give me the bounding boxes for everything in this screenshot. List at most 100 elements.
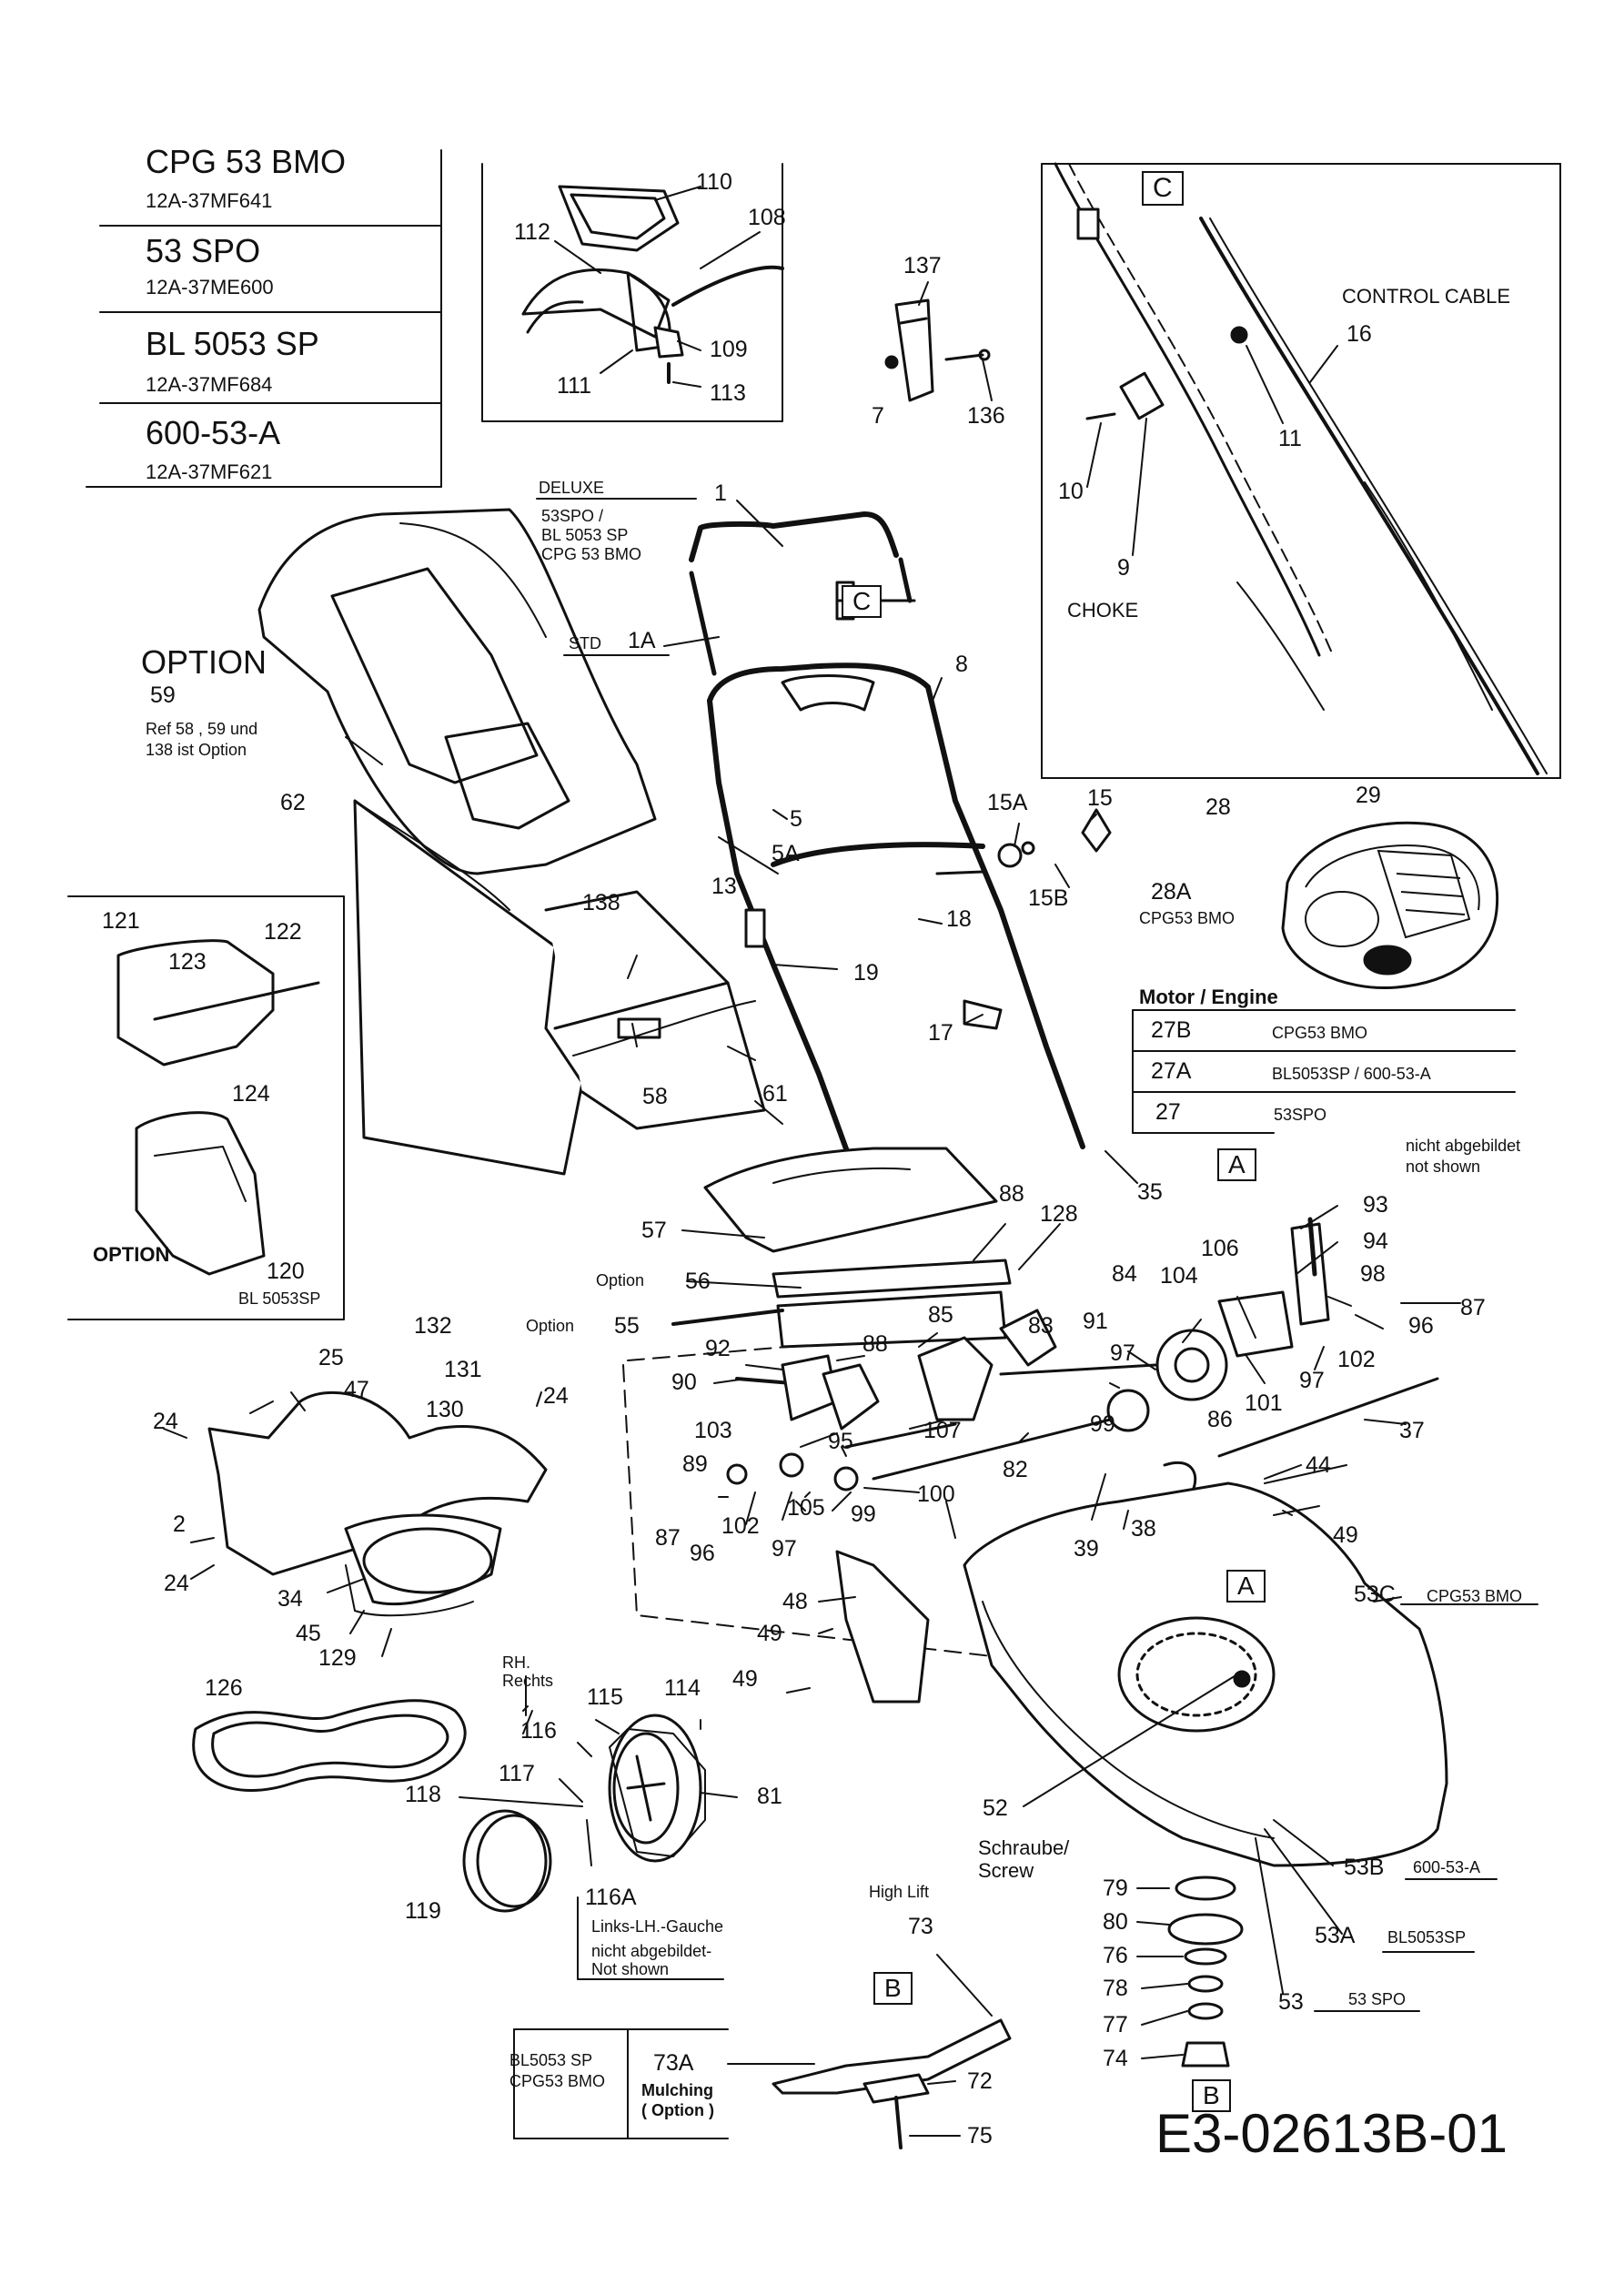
marker-a: A (1217, 1148, 1256, 1181)
part-label: 11 (1278, 426, 1302, 451)
engine-illustration (1281, 821, 1499, 990)
part-label: 92 (705, 1336, 731, 1361)
part-label: 77 (1103, 2012, 1128, 2037)
part-label: 10 (1058, 479, 1084, 504)
option-label: Option (526, 1317, 575, 1335)
rh-label: RH. (502, 1653, 530, 1672)
part-label: 108 (748, 205, 786, 230)
part-label: 91 (1083, 1309, 1108, 1334)
screw-label: Screw (978, 1859, 1034, 1882)
part-label: 17 (928, 1020, 953, 1046)
model-code: 12A-37MF641 (146, 189, 273, 212)
motor-part: 27B (1151, 1017, 1192, 1043)
part-label: 18 (946, 906, 972, 932)
not-shown-note: not shown (1406, 1158, 1481, 1176)
part-label: 102 (721, 1513, 760, 1539)
part-label: 19 (853, 960, 879, 986)
part-label: 104 (1160, 1263, 1198, 1289)
left-option-title: OPTION (93, 1243, 170, 1266)
part-label: 49 (757, 1621, 782, 1646)
part-label: 107 (923, 1418, 962, 1443)
motor-engine-title: Motor / Engine (1139, 986, 1278, 1008)
part-label: 38 (1131, 1516, 1156, 1542)
part-label: 49 (732, 1666, 758, 1692)
handle-model: CPG 53 BMO (541, 545, 642, 563)
handle-upper (689, 511, 916, 676)
part-label: 53 (1278, 1989, 1304, 2015)
part-label: 120 (267, 1259, 305, 1284)
handle-model: BL 5053 SP (541, 526, 629, 544)
part-label: 117 (499, 1761, 535, 1786)
part-label: 118 (405, 1782, 441, 1807)
part-label: 53A (1315, 1923, 1356, 1948)
part-label: 5 (790, 806, 802, 832)
part-label: 131 (444, 1357, 482, 1382)
part-label: 28A (1151, 879, 1192, 905)
blade-model: BL5053 SP (509, 2051, 593, 2069)
part-label: 9 (1117, 555, 1130, 581)
part-label: 109 (710, 337, 748, 362)
part-label: 55 (614, 1313, 640, 1339)
part-label: 136 (967, 403, 1005, 429)
part-label: 56 (685, 1269, 711, 1294)
mulching-label: Mulching (641, 2081, 713, 2099)
part-label: 98 (1360, 1261, 1386, 1287)
part-label: 129 (318, 1645, 357, 1671)
part-label: 99 (851, 1502, 876, 1527)
part-label: 62 (280, 790, 306, 815)
model-name: 53 SPO (146, 232, 261, 269)
part-label: 97 (1299, 1368, 1325, 1393)
deluxe-label: DELUXE (539, 479, 605, 497)
part-label: 25 (318, 1345, 344, 1370)
part-label: 138 (582, 890, 620, 915)
part-label: 97 (1110, 1340, 1135, 1366)
part-label: 48 (782, 1589, 808, 1614)
part-label: 119 (405, 1898, 441, 1924)
marker-a: A (1226, 1570, 1266, 1603)
part-label: 132 (414, 1313, 452, 1339)
blade-model: CPG53 BMO (509, 2072, 606, 2090)
drawing-number: E3-02613B-01 (1155, 2103, 1508, 2164)
choke-label: CHOKE (1067, 599, 1139, 622)
part-label: 75 (967, 2123, 993, 2149)
part-label: 52 (983, 1795, 1008, 1821)
control-cable-label: CONTROL CABLE (1342, 285, 1511, 308)
part-label: 16 (1347, 321, 1372, 347)
part-label: 85 (928, 1302, 953, 1328)
model-name: CPG 53 BMO (146, 143, 347, 180)
handle-lower (707, 662, 1112, 1177)
part-label: 121 (102, 908, 140, 934)
part-label: 113 (710, 380, 746, 406)
mower-blade (772, 2018, 1012, 2149)
deck-model: 53 SPO (1348, 1990, 1407, 2008)
not-shown-note: Not shown (591, 1960, 670, 1978)
part-label: 13 (711, 874, 737, 899)
part-label: 101 (1245, 1390, 1283, 1416)
high-lift-label: High Lift (869, 1883, 930, 1901)
detail-c-box (1041, 162, 1561, 779)
part-label: 102 (1337, 1347, 1376, 1372)
leader-lines (163, 186, 1461, 2137)
part-label: 59 (150, 682, 176, 708)
blade-adapter-stack (1167, 1876, 1244, 2068)
part-label: 124 (232, 1081, 270, 1107)
part-label: 97 (772, 1536, 797, 1562)
engine-model: CPG53 BMO (1139, 909, 1236, 927)
part-label: 110 (696, 169, 732, 195)
model-code: 12A-37MF621 (146, 460, 273, 483)
part-label: 94 (1363, 1228, 1388, 1254)
mulch-option-box (67, 895, 345, 1320)
part-label: 29 (1356, 783, 1381, 808)
model-code: 12A-37MF684 (146, 373, 273, 396)
part-label: 80 (1103, 1909, 1128, 1935)
part-label: 58 (642, 1084, 668, 1109)
marker-b: B (873, 1972, 913, 2005)
drive-belt (192, 1699, 467, 1792)
part-label: 73 (908, 1914, 933, 1939)
deck-model: 600-53-A (1413, 1858, 1481, 1876)
part-label: 49 (1333, 1522, 1358, 1548)
part-label: 72 (967, 2068, 993, 2094)
part-label: 116A (585, 1885, 637, 1910)
part-label: 96 (690, 1541, 715, 1566)
